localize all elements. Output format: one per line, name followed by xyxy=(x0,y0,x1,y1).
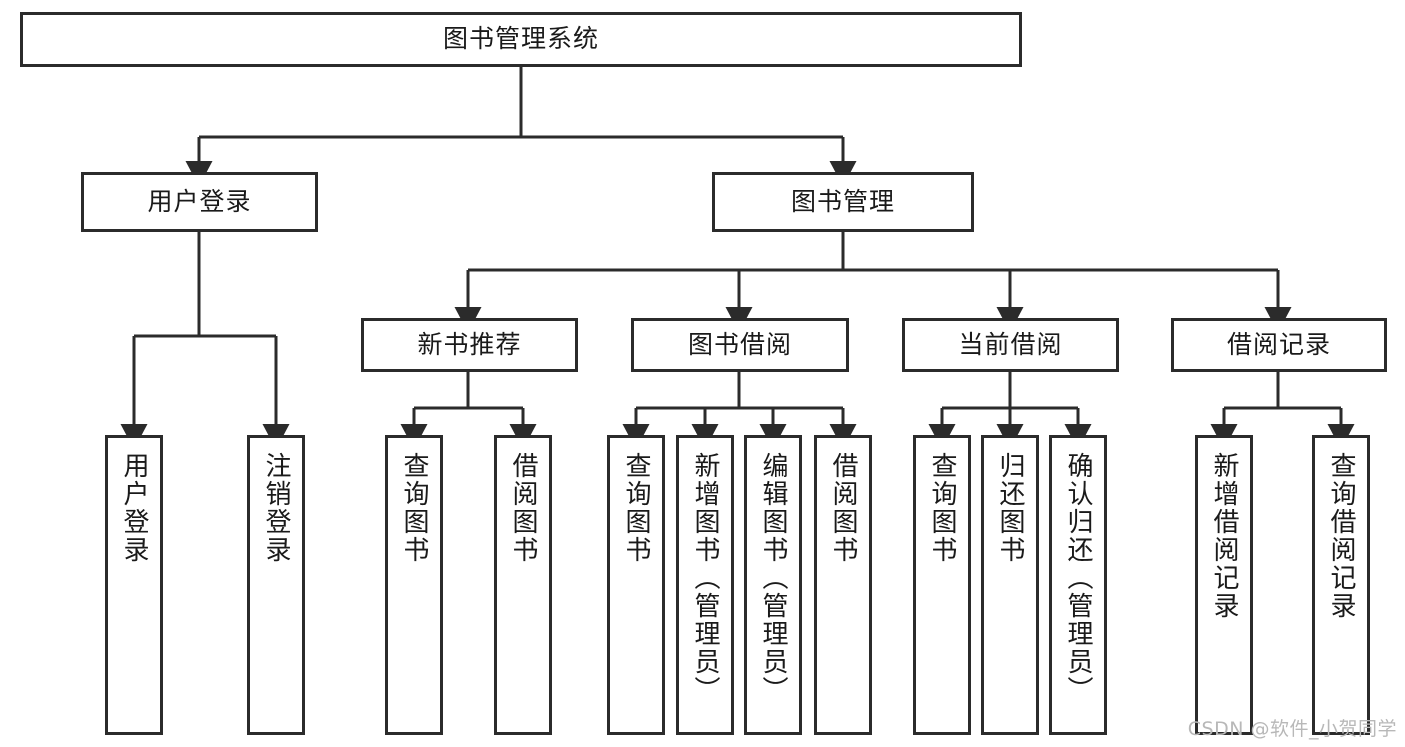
node-leaf-confirm-return[interactable]: 确认归还（管理员） xyxy=(1049,435,1107,735)
node-root[interactable]: 图书管理系统 xyxy=(20,12,1022,67)
node-leaf-borrow-book-1-label: 借阅图书 xyxy=(508,452,539,564)
node-leaf-return-book-label: 归还图书 xyxy=(995,452,1026,564)
node-leaf-query-book-2[interactable]: 查询图书 xyxy=(607,435,665,735)
node-new-book-recommend-label: 新书推荐 xyxy=(417,329,522,359)
node-leaf-add-book[interactable]: 新增图书（管理员） xyxy=(676,435,734,735)
node-leaf-query-book-2-label: 查询图书 xyxy=(621,452,652,564)
node-leaf-return-book[interactable]: 归还图书 xyxy=(981,435,1039,735)
node-book-borrow[interactable]: 图书借阅 xyxy=(631,318,849,372)
node-leaf-user-login[interactable]: 用户登录 xyxy=(105,435,163,735)
node-root-label: 图书管理系统 xyxy=(442,24,599,54)
node-book-borrow-label: 图书借阅 xyxy=(687,329,792,359)
node-user-login[interactable]: 用户登录 xyxy=(81,172,318,232)
node-leaf-query-book-1[interactable]: 查询图书 xyxy=(385,435,443,735)
node-new-book-recommend[interactable]: 新书推荐 xyxy=(361,318,578,372)
node-current-borrow[interactable]: 当前借阅 xyxy=(902,318,1119,372)
node-leaf-add-record[interactable]: 新增借阅记录 xyxy=(1195,435,1253,735)
node-borrow-record[interactable]: 借阅记录 xyxy=(1171,318,1387,372)
node-book-manage[interactable]: 图书管理 xyxy=(712,172,974,232)
node-leaf-user-login-label: 用户登录 xyxy=(119,452,150,564)
node-leaf-logout-label: 注销登录 xyxy=(261,452,292,564)
node-leaf-query-record-label: 查询借阅记录 xyxy=(1326,452,1357,620)
node-leaf-add-record-label: 新增借阅记录 xyxy=(1209,452,1240,620)
node-borrow-record-label: 借阅记录 xyxy=(1226,329,1331,359)
node-leaf-query-book-3-label: 查询图书 xyxy=(927,452,958,564)
node-leaf-borrow-book-1[interactable]: 借阅图书 xyxy=(494,435,552,735)
node-leaf-edit-book[interactable]: 编辑图书（管理员） xyxy=(744,435,802,735)
node-leaf-add-book-label: 新增图书（管理员） xyxy=(690,452,721,704)
node-leaf-borrow-book-2[interactable]: 借阅图书 xyxy=(814,435,872,735)
node-current-borrow-label: 当前借阅 xyxy=(958,329,1063,359)
node-leaf-query-book-1-label: 查询图书 xyxy=(399,452,430,564)
node-book-manage-label: 图书管理 xyxy=(790,186,895,216)
node-leaf-logout[interactable]: 注销登录 xyxy=(247,435,305,735)
node-leaf-query-book-3[interactable]: 查询图书 xyxy=(913,435,971,735)
node-leaf-borrow-book-2-label: 借阅图书 xyxy=(828,452,859,564)
node-user-login-label: 用户登录 xyxy=(147,186,252,216)
node-leaf-edit-book-label: 编辑图书（管理员） xyxy=(758,452,789,704)
node-leaf-query-record[interactable]: 查询借阅记录 xyxy=(1312,435,1370,735)
node-leaf-confirm-return-label: 确认归还（管理员） xyxy=(1063,452,1094,704)
